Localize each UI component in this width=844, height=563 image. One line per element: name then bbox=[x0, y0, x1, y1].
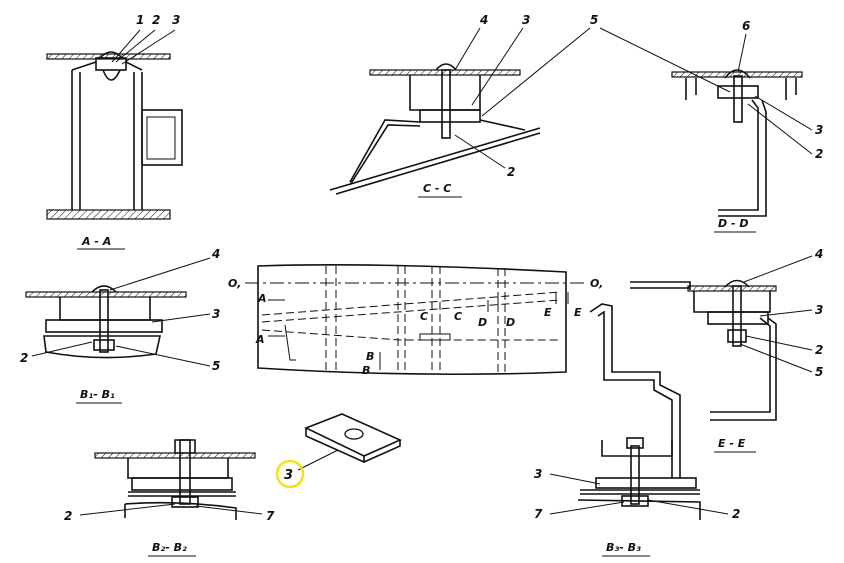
d-d-callout-6: 6 bbox=[742, 19, 750, 33]
b2-callout-7: 7 bbox=[266, 509, 275, 523]
b2-title: B₂- B₂ bbox=[152, 541, 187, 554]
b3-callout-3: 3 bbox=[534, 467, 542, 481]
mark-e-right: E bbox=[574, 306, 582, 319]
mark-b-top: B bbox=[366, 350, 374, 363]
d-d-title: D - D bbox=[718, 217, 749, 230]
view-c-c: 4 3 5 2 C - C bbox=[329, 13, 598, 198]
view-e-e: 4 3 2 5 E - E bbox=[630, 247, 823, 453]
c-c-callout-3: 3 bbox=[522, 13, 530, 27]
a-a-callout-1: 1 bbox=[136, 13, 144, 27]
b1-callout-3: 3 bbox=[212, 307, 220, 321]
c-c-callout-5: 5 bbox=[590, 13, 598, 27]
a-a-title: A - A bbox=[81, 235, 111, 248]
b3-callout-7: 7 bbox=[534, 507, 543, 521]
c-c-callout-4: 4 bbox=[479, 13, 488, 27]
e-e-callout-5: 5 bbox=[815, 365, 823, 379]
gasket-callout-3: 3 bbox=[284, 468, 293, 483]
highlight-ring bbox=[275, 459, 305, 489]
gasket-part: 3 bbox=[275, 413, 402, 489]
d-d-callout-2: 2 bbox=[815, 147, 823, 161]
b3-callout-2: 2 bbox=[732, 507, 740, 521]
b1-callout-2: 2 bbox=[20, 351, 28, 365]
b1-title: B₁- B₁ bbox=[80, 388, 115, 401]
mark-d-right: D bbox=[506, 316, 515, 329]
view-b2-b2: 2 7 B₂- B₂ bbox=[64, 439, 275, 557]
mark-a-bottom: A bbox=[255, 333, 265, 346]
view-b3-b3: 3 7 2 B₃- B₃ bbox=[534, 303, 740, 557]
mark-d-left: D bbox=[478, 316, 487, 329]
mark-c-right: C bbox=[454, 310, 462, 323]
b1-callout-4: 4 bbox=[211, 247, 220, 261]
center-side-view: O, O, A A C C D D E E B B bbox=[228, 264, 603, 377]
c-c-title: C - C bbox=[423, 182, 451, 195]
mark-e-left: E bbox=[544, 306, 552, 319]
c-c-callout-2: 2 bbox=[507, 165, 515, 179]
view-a-a: 1 2 3 A - A bbox=[46, 13, 183, 250]
b2-callout-2: 2 bbox=[64, 509, 72, 523]
d-d-callout-3: 3 bbox=[815, 123, 823, 137]
e-e-callout-2: 2 bbox=[815, 343, 823, 357]
axis-left-label: O, bbox=[228, 277, 241, 290]
b3-title: B₃- B₃ bbox=[606, 541, 641, 554]
e-e-callout-4: 4 bbox=[814, 247, 823, 261]
mark-a-top: A bbox=[257, 292, 267, 305]
e-e-title: E - E bbox=[718, 437, 746, 450]
axis-right-label: O, bbox=[590, 277, 603, 290]
mark-c-left: C bbox=[420, 310, 428, 323]
b1-callout-5: 5 bbox=[212, 359, 220, 373]
e-e-callout-3: 3 bbox=[815, 303, 823, 317]
view-d-d: 6 3 2 D - D bbox=[599, 19, 823, 233]
view-b1-b1: 4 3 2 5 B₁- B₁ bbox=[20, 247, 220, 404]
a-a-callout-2: 2 bbox=[152, 13, 160, 27]
a-a-callout-3: 3 bbox=[172, 13, 180, 27]
mark-b-bottom: B bbox=[362, 364, 370, 377]
